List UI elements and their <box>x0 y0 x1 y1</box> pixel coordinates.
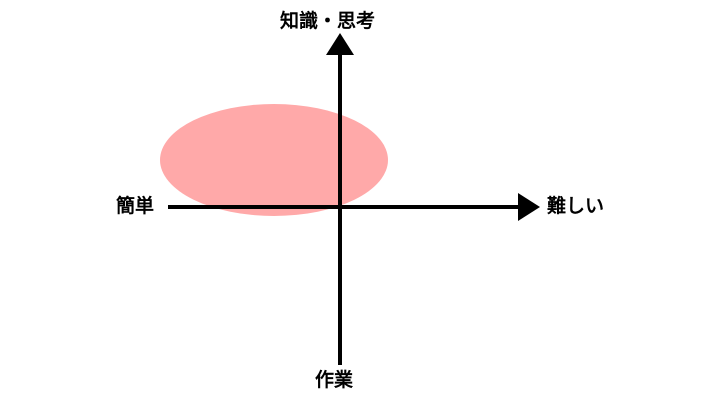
axis-label-top: 知識・思考 <box>280 10 376 32</box>
axis-label-right: 難しい <box>547 195 605 217</box>
axis-label-bottom: 作業 <box>315 369 354 391</box>
axis-label-left: 簡単 <box>116 195 155 217</box>
highlight-ellipse <box>160 104 388 216</box>
horizontal-axis-arrowhead <box>518 193 540 221</box>
vertical-axis-arrowhead <box>326 33 354 55</box>
